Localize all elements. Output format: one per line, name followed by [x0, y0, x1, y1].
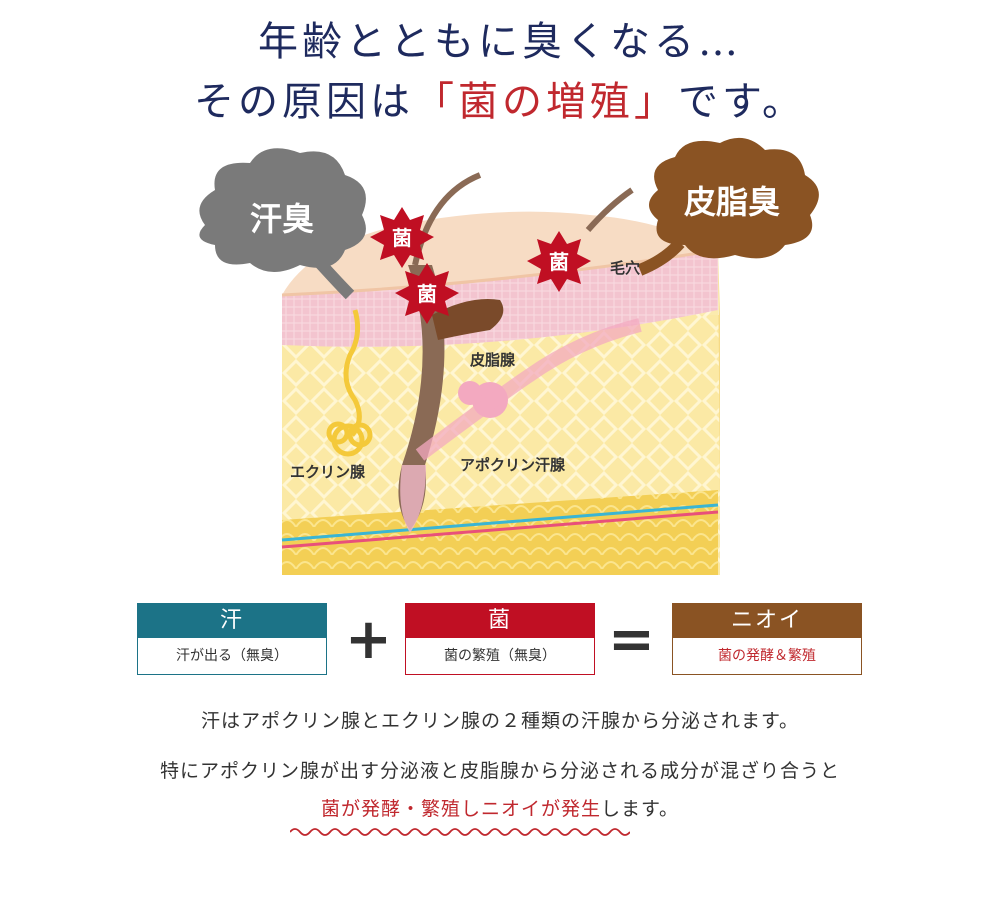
sweat-sub: 汗が出る（無臭）: [176, 648, 288, 664]
headline-before: その原因は: [194, 79, 414, 125]
bacteria-burst-1: 菌: [370, 207, 434, 268]
sebum-odor-cloud: 皮脂臭: [637, 137, 819, 276]
cloud-right-label: 皮脂臭: [684, 183, 780, 221]
body-highlight: 菌が発酵・繁殖しニオイが発生: [320, 798, 601, 820]
odor-sub: 菌の発酵＆繁殖: [718, 648, 816, 664]
headline-line-1: 年齢とともに臭くなる…: [258, 19, 742, 65]
body-line-2: 特にアポクリン腺が出す分泌液と皮脂腺から分泌される成分が混ざり合うと: [159, 760, 840, 782]
bacteria-title: 菌: [406, 604, 594, 638]
headline-highlight: 「菌の増殖」: [414, 79, 678, 125]
bacteria-label: 菌: [392, 226, 412, 250]
label-eccrine-gland: エクリン腺: [290, 463, 366, 481]
skin-diagram: 汗臭 皮脂臭 菌 菌 菌 毛穴 皮脂腺 エクリン腺 アポクリン汗腺: [199, 137, 819, 575]
apocrine-duct: [415, 318, 642, 461]
eccrine-gland-shape: [326, 309, 373, 457]
equation-odor-box: ニオイ 菌の発酵＆繁殖: [672, 603, 862, 675]
odor-title: ニオイ: [673, 604, 861, 638]
sweat-title: 汗: [138, 604, 326, 638]
wavy-underline: [290, 828, 630, 836]
body-line-1: 汗はアポクリン腺とエクリン腺の２種類の汗腺から分泌されます。: [200, 710, 800, 732]
bacteria-sub: 菌の繁殖（無臭）: [444, 648, 556, 664]
equals-sign: =: [608, 607, 655, 672]
bacteria-burst-2: 菌: [395, 263, 459, 324]
label-sebaceous-gland: 皮脂腺: [470, 351, 516, 369]
body-after: します。: [600, 798, 680, 820]
hair-strand: [585, 187, 634, 232]
sweat-odor-cloud: 汗臭: [199, 148, 366, 300]
headline-line-2: その原因は「菌の増殖」です。: [0, 82, 1000, 122]
equation-bacteria-box: 菌 菌の繁殖（無臭）: [405, 603, 595, 675]
bacteria-label: 菌: [417, 282, 437, 306]
bacteria-burst-3: 菌: [527, 231, 591, 292]
plus-sign: +: [345, 607, 392, 672]
cloud-left-label: 汗臭: [250, 200, 314, 238]
equation-sweat-box: 汗 汗が出る（無臭）: [137, 603, 327, 675]
body-line-3: 菌が発酵・繁殖しニオイが発生します。: [0, 800, 1000, 819]
label-pore: 毛穴: [610, 259, 640, 277]
headline-after: です。: [678, 79, 806, 125]
bacteria-label: 菌: [549, 250, 569, 274]
label-apocrine-gland: アポクリン汗腺: [460, 456, 566, 474]
